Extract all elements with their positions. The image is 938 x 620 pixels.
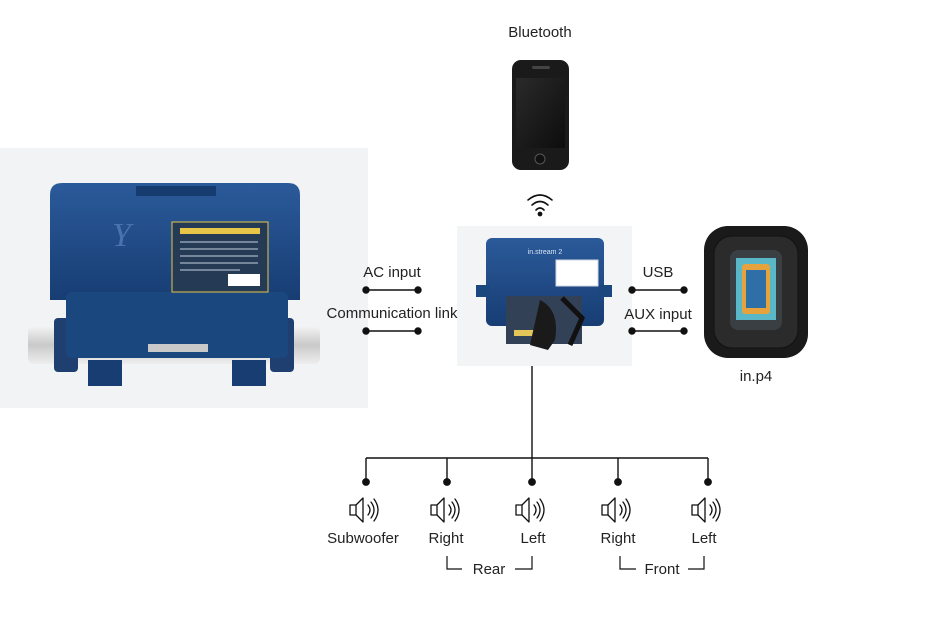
smartphone-image — [512, 60, 569, 170]
group-brackets — [446, 556, 705, 570]
speaker-icon — [515, 497, 545, 523]
speaker-label: Right — [600, 530, 636, 547]
ac-input-label: AC input — [363, 264, 421, 281]
speaker-icon — [430, 497, 460, 523]
front-group-label: Front — [644, 561, 680, 578]
rear-group-label: Rear — [472, 561, 506, 578]
audio-module-image — [457, 226, 632, 366]
spa-controller-image — [0, 148, 368, 408]
controller-brand-logo: Y — [112, 217, 134, 254]
speaker-label: Subwoofer — [327, 530, 399, 547]
speaker-icon — [349, 497, 379, 523]
speaker-icon — [691, 497, 721, 523]
bluetooth-label: Bluetooth — [508, 24, 572, 41]
remote-in-p4-image — [704, 226, 808, 358]
speaker-label: Right — [428, 530, 464, 547]
speaker-icon — [601, 497, 631, 523]
wireless-signal-icon — [527, 194, 553, 217]
module-title-text: in.stream 2 — [528, 249, 563, 256]
aux-input-label: AUX input — [624, 306, 692, 323]
speaker-label: Left — [520, 530, 546, 547]
connection-lines — [362, 286, 712, 486]
communication-link-label: Communication link — [326, 305, 458, 322]
usb-label: USB — [642, 264, 674, 281]
speaker-label: Left — [691, 530, 717, 547]
remote-name-label: in.p4 — [739, 368, 773, 385]
